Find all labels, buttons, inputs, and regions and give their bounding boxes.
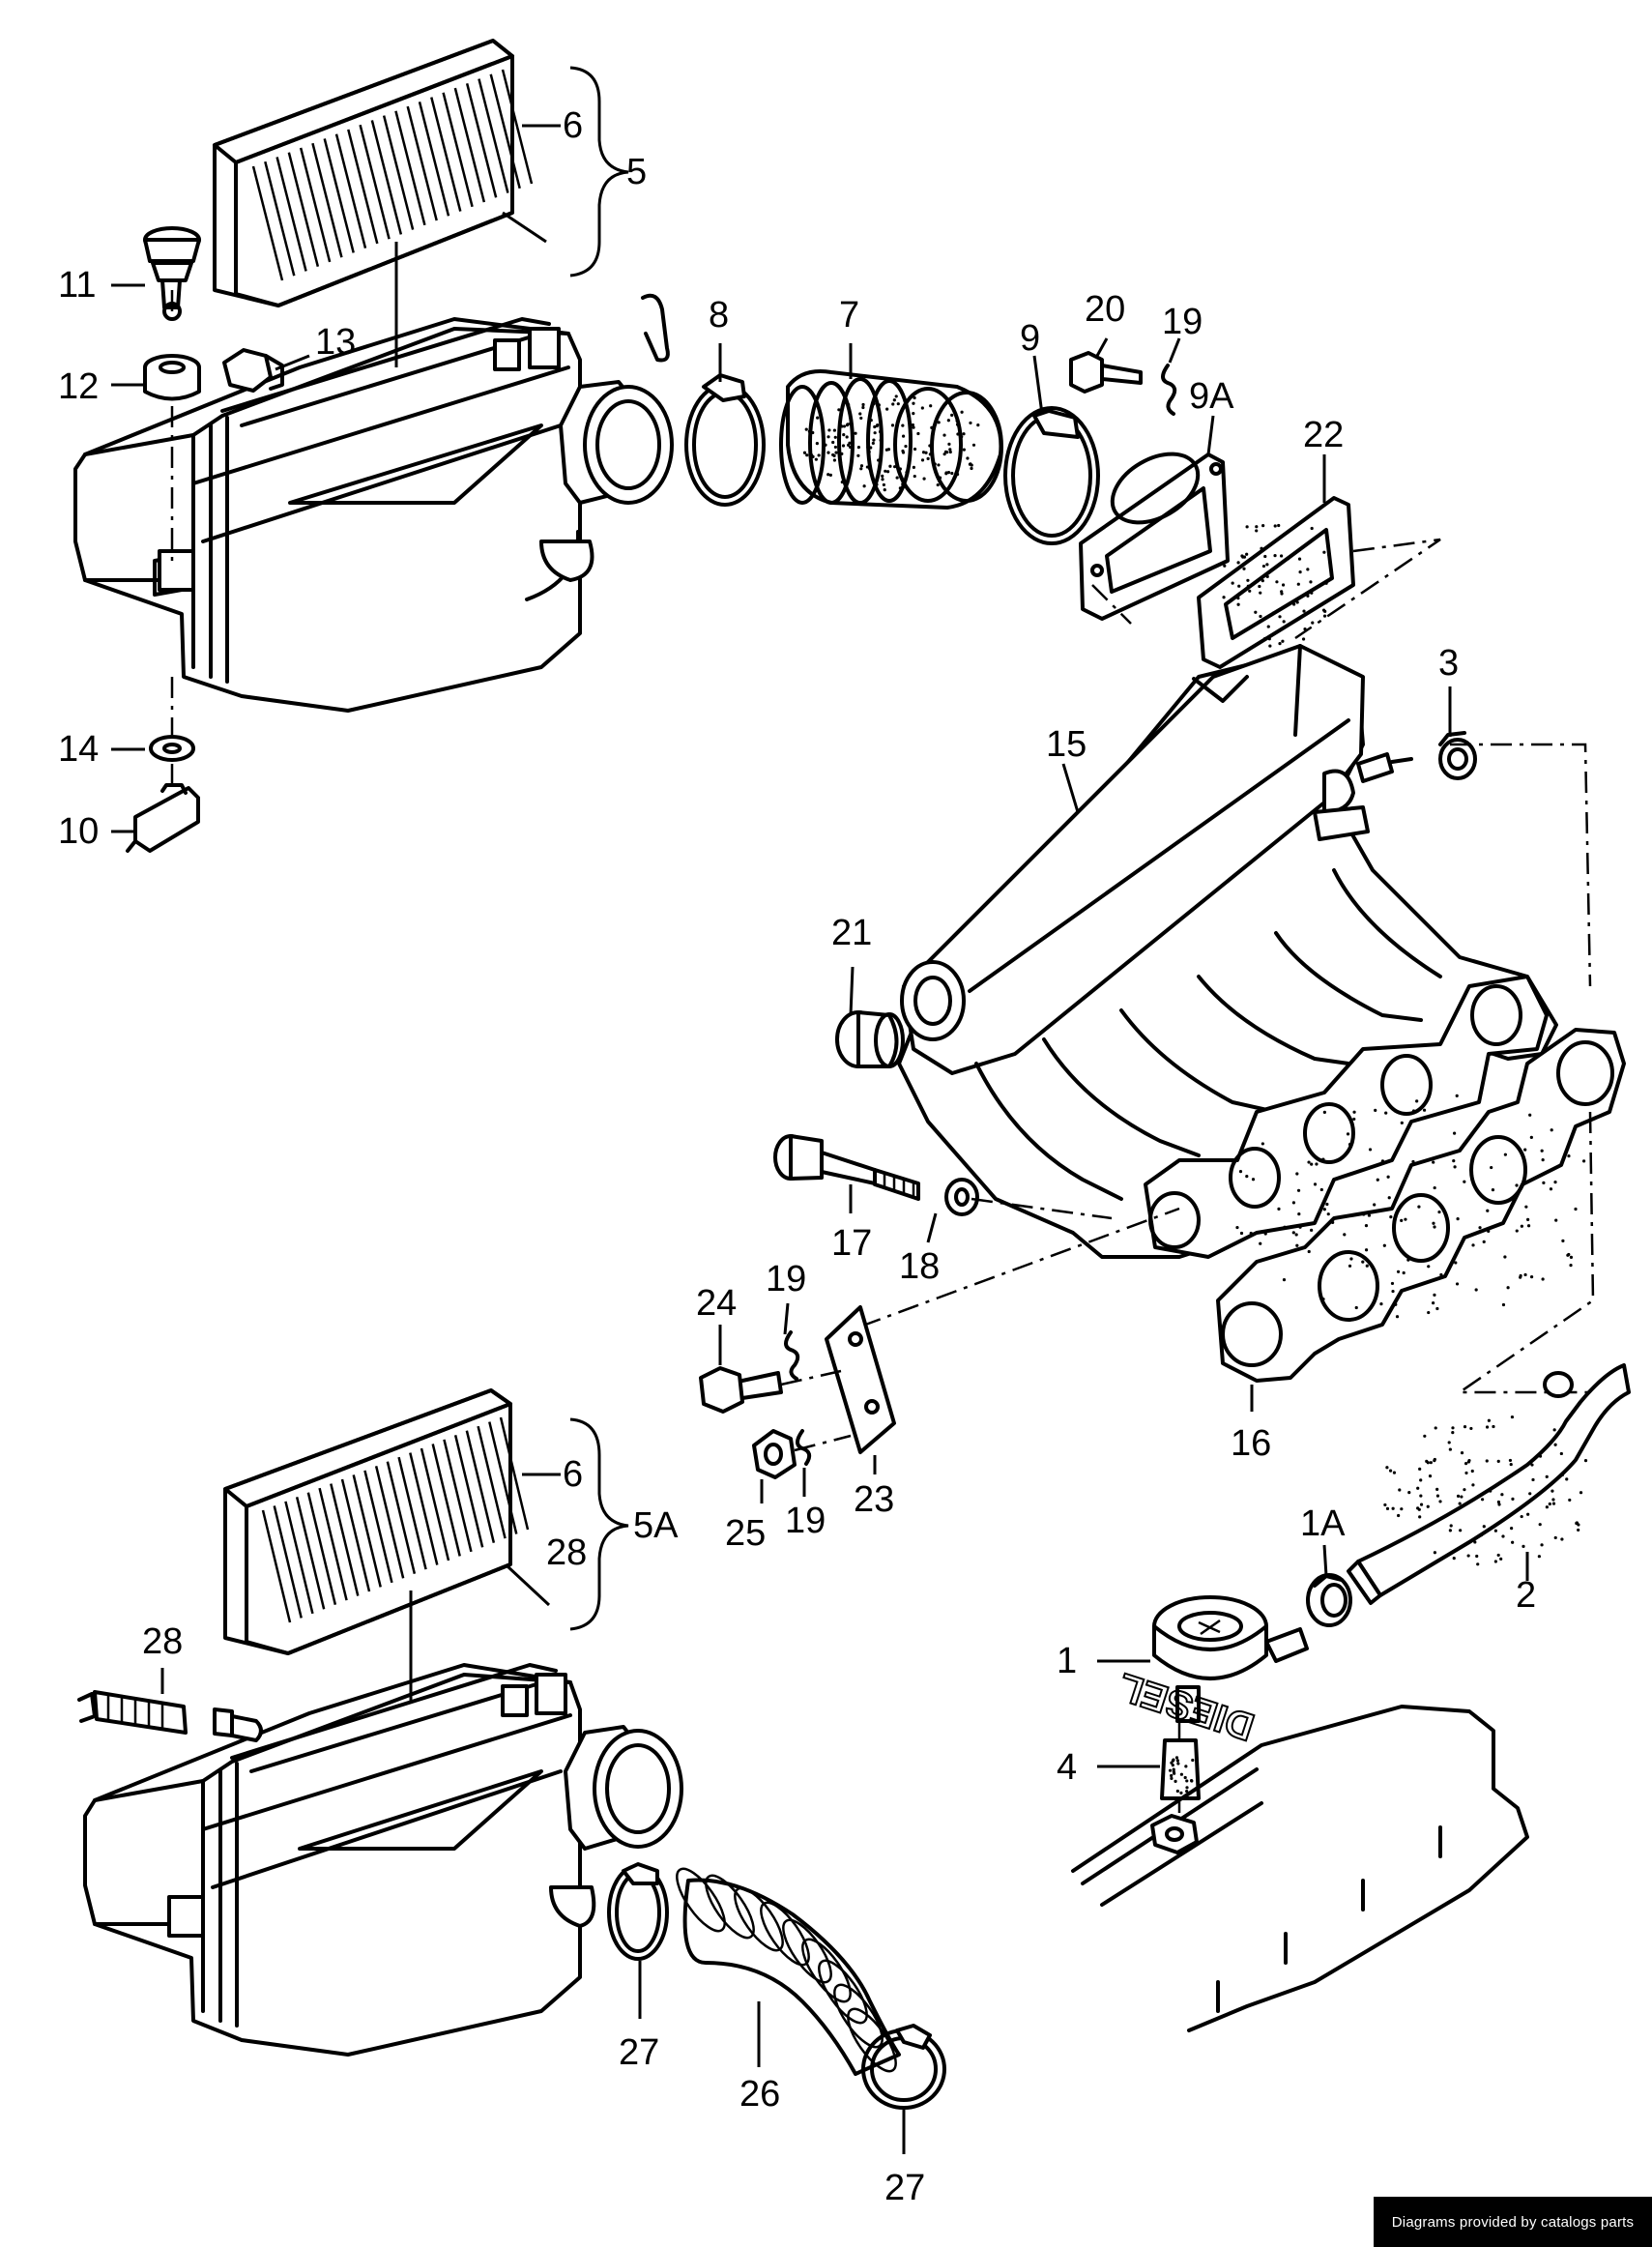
part-1-breather-valve [1152,1595,1309,1723]
callout-24: 24 [696,1283,737,1324]
part-21-plug [835,1010,905,1068]
part-28-sensor [77,1690,263,1742]
part-19-washer-upper [1161,364,1177,416]
callout-6-upper: 6 [563,105,583,146]
part-19-washer-mid [784,1330,800,1381]
callout-26: 26 [739,2074,780,2115]
part-12-grommet [143,354,201,401]
part-23-bracket [825,1305,896,1454]
callout-1: 1 [1057,1641,1077,1681]
callout-7: 7 [839,295,859,336]
callout-8: 8 [709,295,729,336]
callout-1a: 1A [1300,1503,1346,1544]
part-26-hose [676,1867,901,2076]
callout-19-mid: 19 [766,1259,806,1299]
part-4-fitting [1160,1738,1201,1800]
callout-4: 4 [1057,1747,1077,1788]
callout-19-lower: 19 [785,1501,826,1541]
part-14-washer [149,735,195,762]
callout-22: 22 [1303,415,1344,455]
part-1a-clamp [1306,1573,1352,1627]
air-filter-housing-lower [83,1663,683,2057]
callout-6-lower: 6 [563,1454,583,1495]
callout-13: 13 [315,322,356,363]
part-25-nut [752,1429,797,1479]
callout-20: 20 [1085,289,1125,330]
callout-labels: 6 5 11 12 13 8 7 20 19 9 9A 22 3 15 14 1… [58,105,1536,2208]
callout-25: 25 [725,1513,766,1554]
callout-14: 14 [58,729,99,770]
callout-9a: 9A [1189,376,1234,417]
callout-2: 2 [1516,1575,1536,1616]
callout-16: 16 [1231,1423,1271,1464]
callout-15: 15 [1046,724,1087,765]
callout-17: 17 [831,1223,872,1264]
part-22-gasket [1197,496,1355,669]
part-7-bellows [779,369,1003,510]
part-13-nut [222,348,284,393]
callout-3: 3 [1438,643,1459,684]
valve-cover: DIESEL [1071,1664,1529,2032]
callout-21: 21 [831,913,872,953]
callout-27-upper: 27 [619,2032,659,2073]
callout-10: 10 [58,811,99,852]
callout-19-upper: 19 [1162,302,1203,342]
air-filter-element-lower [223,1388,530,1655]
callout-5: 5 [626,152,647,192]
part-17-bolt [773,1134,920,1201]
callout-12: 12 [58,366,99,407]
air-filter-element-upper [213,39,534,307]
watermark: Diagrams provided by catalogs parts [1374,2197,1652,2247]
callout-11: 11 [58,265,96,306]
air-filter-housing-upper [73,317,674,713]
part-15-intake-manifold [897,644,1558,1259]
callout-23: 23 [854,1479,894,1520]
callout-9: 9 [1020,318,1040,359]
part-8-spring-clip [641,293,670,363]
part-27-clamp-lower [861,2024,946,2110]
part-2-breather-hose [1347,1363,1631,1605]
bracket-5 [569,66,629,277]
callout-5a: 5A [633,1505,679,1546]
callout-18: 18 [899,1246,940,1287]
part-18-washer [944,1178,979,1216]
part-8-clamp [684,373,766,507]
bracket-5a [569,1417,629,1631]
callout-28-sensor: 28 [142,1621,183,1662]
valve-cover-text: DIESEL [1114,1665,1260,1748]
part-16-manifold-gasket [1216,1028,1626,1383]
part-9a-flange [1079,452,1230,621]
part-24-bolt [699,1366,783,1414]
part-9-clamp [1003,406,1100,545]
callout-28-bracket: 28 [546,1532,587,1573]
part-27-clamp-upper [607,1862,669,1961]
callout-27-lower: 27 [884,2168,925,2208]
part-3-clip [1438,731,1477,780]
part-10-mount [126,783,200,853]
part-20-bolt [1069,351,1143,394]
leader-lines [111,124,1529,2154]
